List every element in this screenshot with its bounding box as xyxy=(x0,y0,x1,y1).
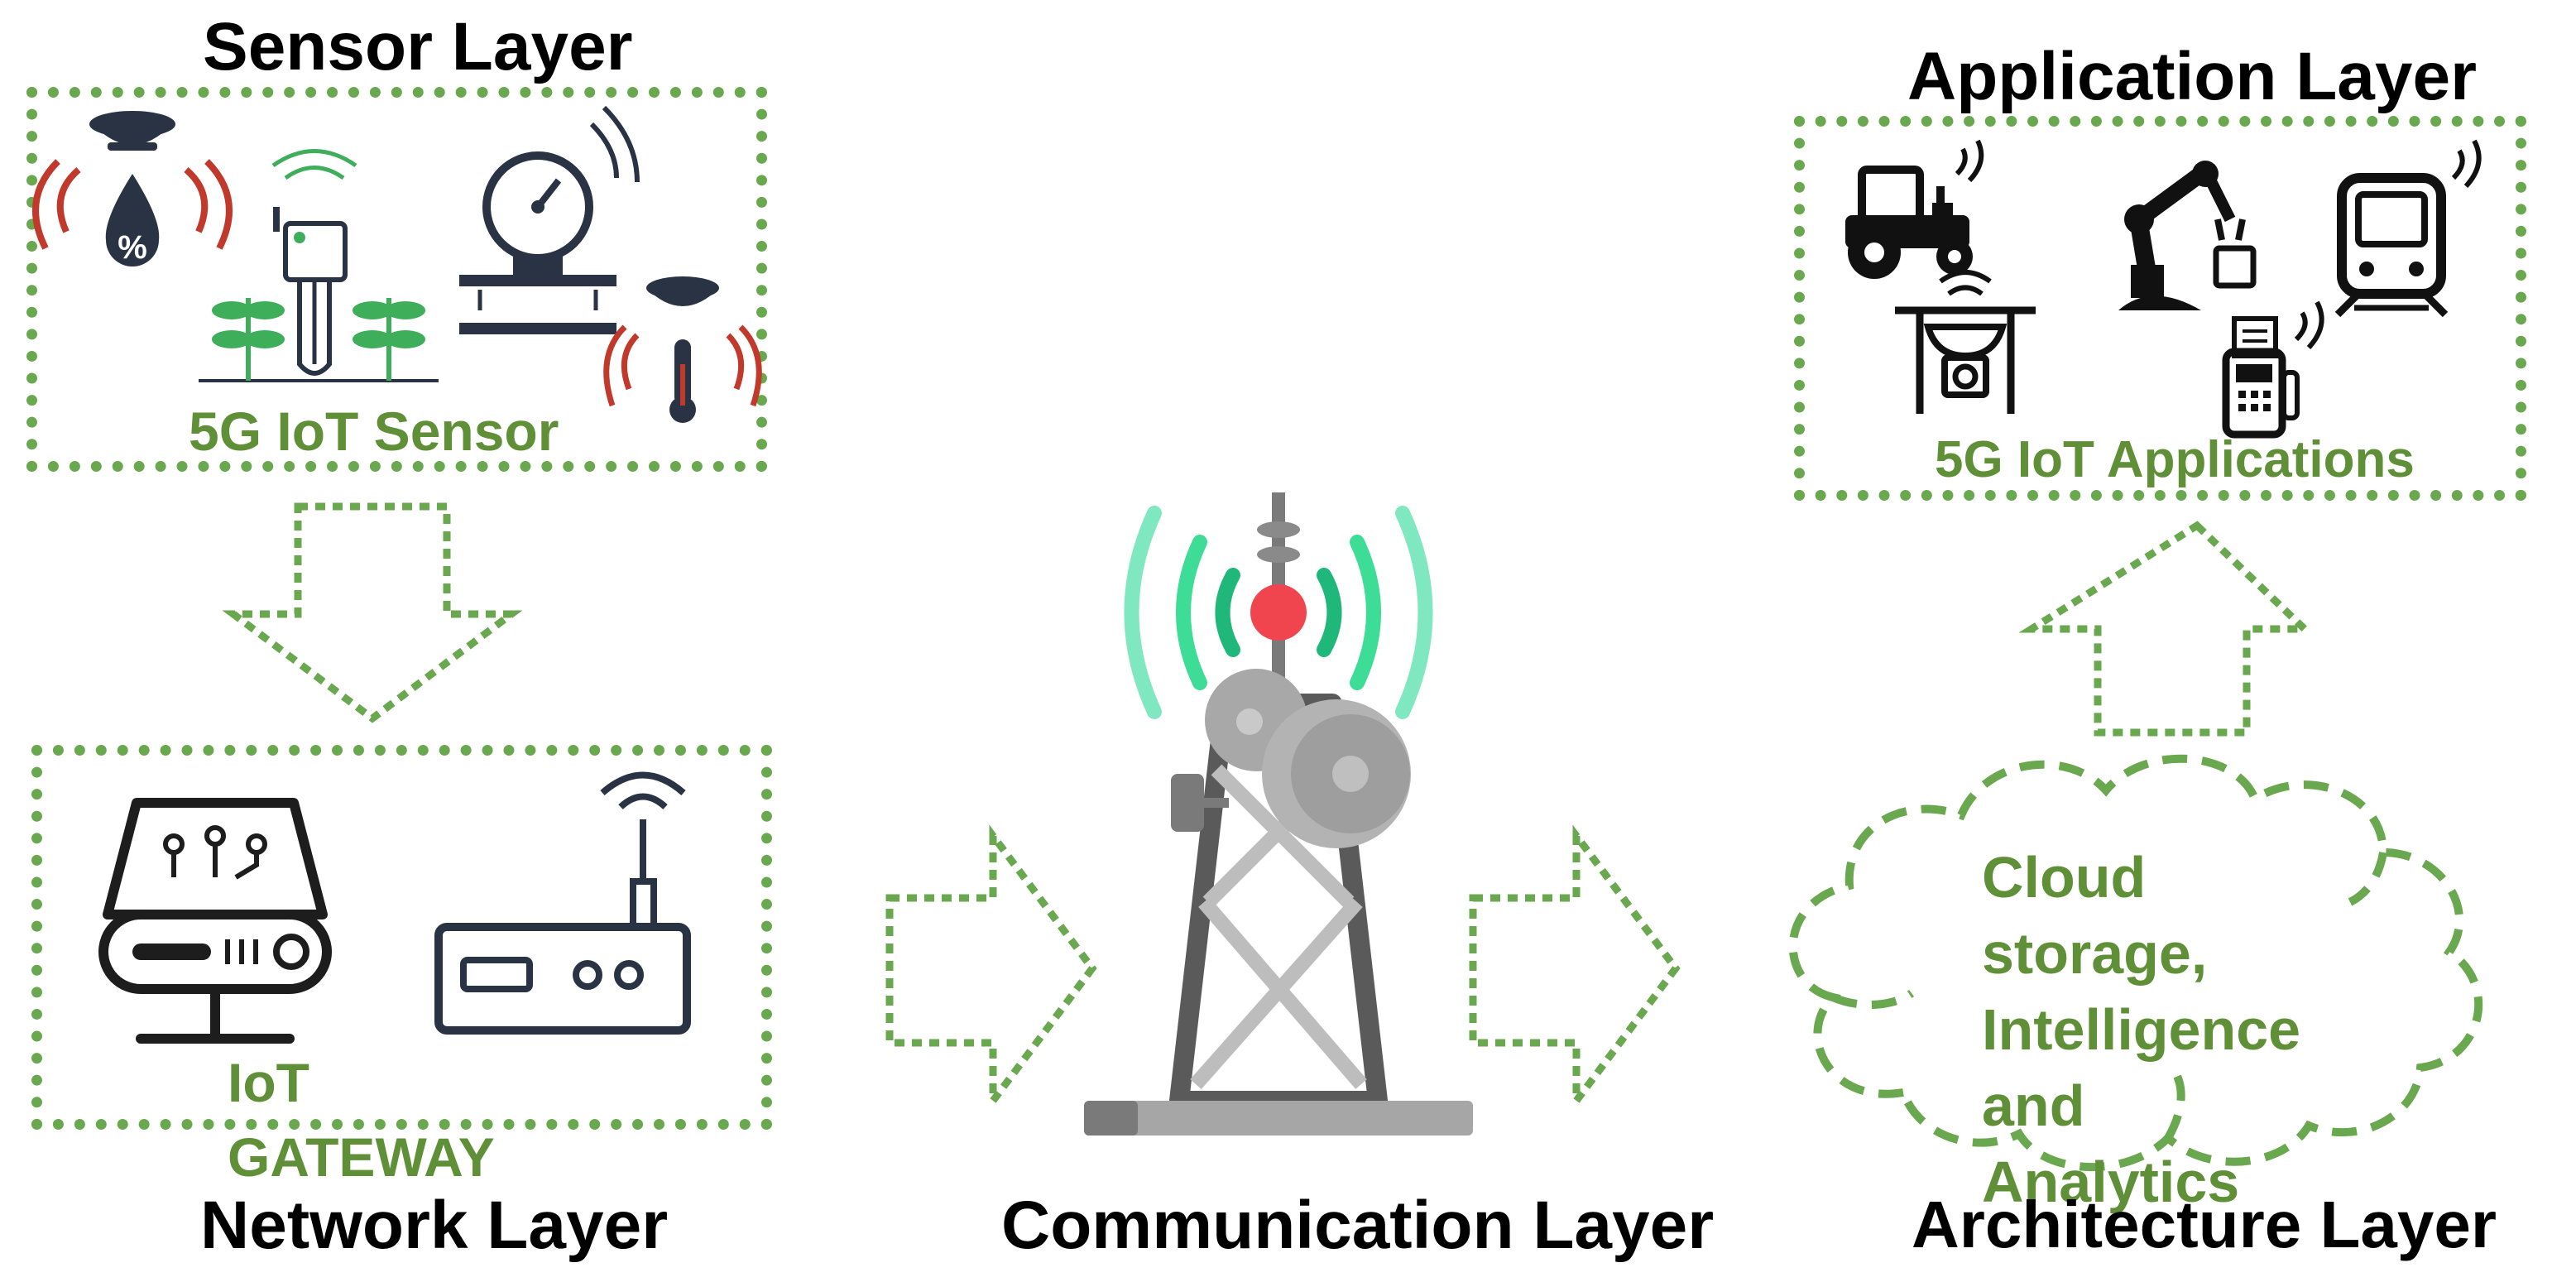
drone-icon xyxy=(1895,270,2036,414)
network-layer-box xyxy=(31,745,772,1130)
sensor-layer-caption: 5G IoT Sensor xyxy=(189,401,559,462)
network-caption-line1: IoT xyxy=(228,1052,309,1113)
cloud-text-line5: Analytics xyxy=(1982,1150,2240,1214)
sensor-layer-box xyxy=(26,87,767,472)
cloud-text-line3: Intelligence xyxy=(1982,997,2301,1062)
smart-tractor-icon xyxy=(1845,139,1984,279)
communication-layer-title: Communication Layer xyxy=(1001,1188,1715,1263)
smart-train-icon xyxy=(2334,139,2482,318)
architecture-layer-title: Architecture Layer xyxy=(1912,1188,2497,1261)
gateway-server-icon xyxy=(98,798,332,1044)
application-layer-title: Application Layer xyxy=(1907,39,2478,114)
application-layer-box xyxy=(1794,116,2526,501)
cloud-text-line1: Cloud xyxy=(1982,845,2147,910)
soil-probe-plants-icon xyxy=(199,149,439,382)
cloud-text-line2: storage, xyxy=(1982,921,2208,986)
humidity-sensor-icon: % xyxy=(32,111,233,266)
robotic-arm-icon xyxy=(2118,161,2257,310)
svg-text:%: % xyxy=(118,229,147,266)
sensor-layer-title: Sensor Layer xyxy=(203,9,633,84)
temperature-sensor-icon xyxy=(603,276,762,423)
pressure-gauge-icon xyxy=(459,105,640,334)
network-layer-title: Network Layer xyxy=(200,1188,669,1263)
cloud-text-line4: and xyxy=(1982,1073,2085,1138)
application-layer-caption: 5G IoT Applications xyxy=(1935,431,2415,488)
network-caption-line2: GATEWAY xyxy=(228,1126,495,1188)
wifi-router-icon xyxy=(434,771,691,1035)
pos-terminal-icon xyxy=(2222,300,2324,439)
